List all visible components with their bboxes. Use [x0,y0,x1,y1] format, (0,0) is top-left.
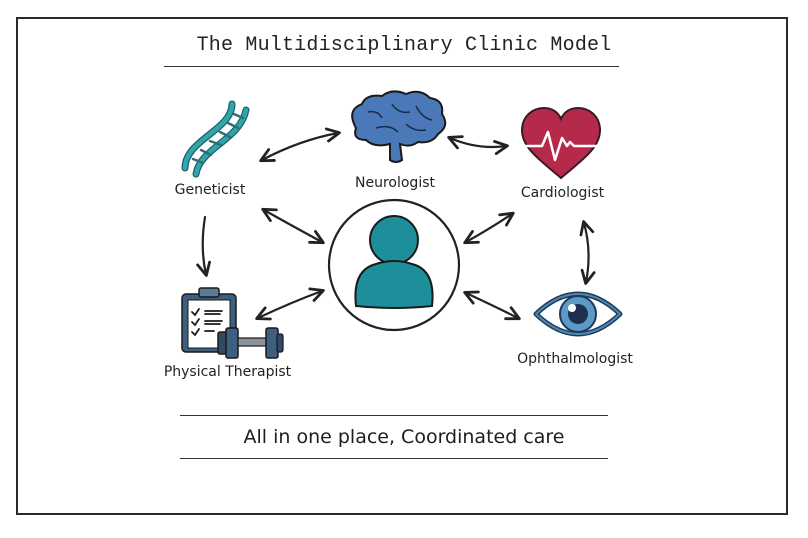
heart-icon [520,106,602,180]
clipboard-dumbbell-icon [181,287,284,359]
arrow-geneticist-physical-therapist [196,215,211,277]
arrow-cardiologist-patient [463,211,515,245]
node-label-neurologist: Neurologist [355,175,435,191]
node-label-physical-therapist: Physical Therapist [163,364,292,380]
person-icon [354,215,434,309]
arrow-geneticist-patient [261,207,325,245]
arrow-geneticist-neurologist [259,127,341,163]
arrow-neurologist-cardiologist [447,135,509,156]
node-label-geneticist: Geneticist [174,182,246,198]
brain-icon [351,90,447,163]
arrow-cardiologist-ophthalmologist [579,220,596,285]
arrow-ophthalmologist-patient [463,290,521,321]
tagline-top-rule [180,415,608,416]
title-underline [164,66,619,67]
arrow-physical-therapist-patient [255,287,325,321]
tagline: All in one place, Coordinated care [243,426,565,448]
tagline-bottom-rule [180,458,608,459]
diagram-frame [16,17,788,515]
patient-node [327,198,461,332]
diagram-title: The Multidisciplinary Clinic Model [196,34,612,57]
node-label-cardiologist: Cardiologist [520,185,605,201]
node-label-ophthalmologist: Ophthalmologist [517,351,633,367]
eye-icon [533,291,623,337]
dna-icon [181,100,250,178]
